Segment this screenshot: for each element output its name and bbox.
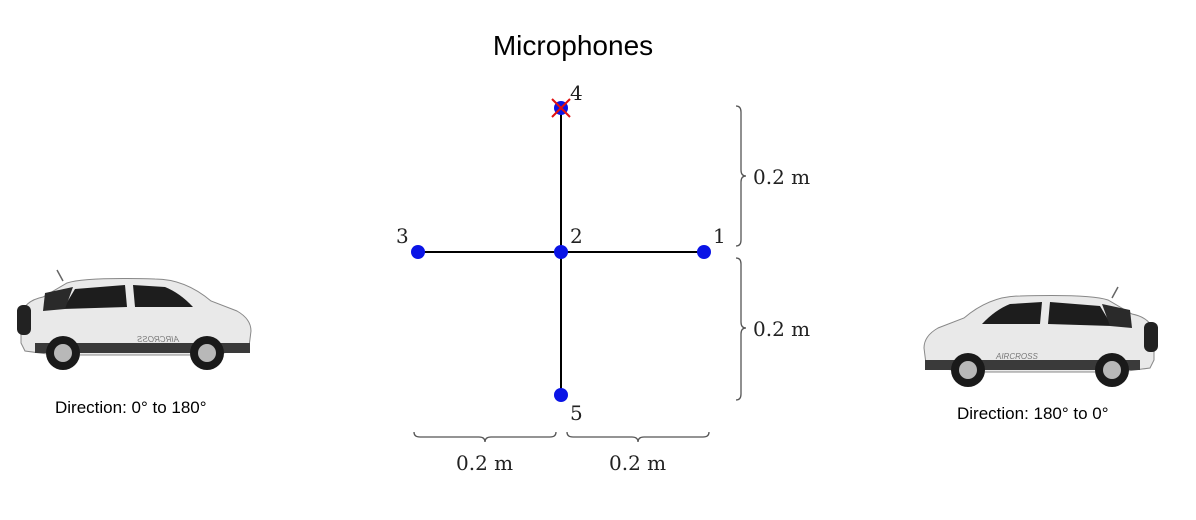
brace-top-vertical xyxy=(735,105,747,247)
car-left-badge: AIRCROSS xyxy=(137,335,180,344)
mic-label-1: 1 xyxy=(713,224,726,248)
diagram-title: Microphones xyxy=(492,30,654,61)
mic-label-3: 3 xyxy=(396,224,409,248)
microphone-3 xyxy=(411,245,425,259)
left-direction-caption: Direction: 0° to 180° xyxy=(55,398,207,417)
mic-label-5: 5 xyxy=(570,401,583,425)
microphone-5 xyxy=(554,388,568,402)
dimension-label-bottom: 0.2 m xyxy=(753,317,810,341)
dimension-label-left: 0.2 m xyxy=(456,451,513,475)
brace-left-horizontal xyxy=(413,431,557,443)
brace-bottom-vertical xyxy=(735,257,747,401)
right-direction-caption: Direction: 180° to 0° xyxy=(957,404,1109,423)
cross-marker-icon xyxy=(551,98,571,118)
mic-label-4: 4 xyxy=(570,81,583,105)
mic-label-2: 2 xyxy=(570,224,583,248)
car-right-icon: AIRCROSS xyxy=(923,286,1158,387)
car-right-badge: AIRCROSS xyxy=(995,352,1038,361)
dimension-label-right: 0.2 m xyxy=(609,451,666,475)
microphone-2 xyxy=(554,245,568,259)
dimension-label-top: 0.2 m xyxy=(753,165,810,189)
car-left-icon: AIRCROSS xyxy=(17,269,252,370)
microphone-1 xyxy=(697,245,711,259)
brace-right-horizontal xyxy=(566,431,710,443)
